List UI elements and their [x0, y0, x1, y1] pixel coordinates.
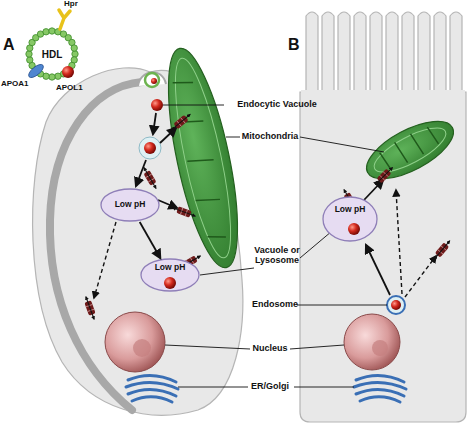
- leader-lines: [163, 105, 387, 387]
- hdl-particle: HDL: [30, 32, 74, 76]
- nucleus-b: [344, 314, 400, 370]
- arrow: [158, 200, 177, 208]
- apol1-small: [151, 78, 157, 84]
- endosome-ball: [391, 300, 401, 310]
- microvilli: [306, 12, 462, 93]
- channel: [170, 112, 193, 133]
- channel: [432, 239, 453, 262]
- vesicle-ball: [144, 142, 156, 154]
- channel: [373, 165, 395, 187]
- structure-label: ER/Golgi: [240, 382, 300, 392]
- membrane-cover: [301, 90, 465, 96]
- node-text: Low pH: [335, 205, 366, 214]
- nucleolus: [133, 339, 151, 357]
- structure-label: Endocytic Vacuole: [222, 100, 332, 110]
- dashed-arrow: [405, 256, 436, 297]
- panel-letter: A: [3, 36, 19, 54]
- arrow: [364, 180, 383, 200]
- er-golgi-b: [354, 375, 406, 402]
- arrow: [160, 128, 176, 143]
- endosome: [387, 296, 405, 314]
- channel: [172, 205, 197, 220]
- arrow-connector: [140, 222, 161, 258]
- protein-label: APOA1: [1, 80, 35, 89]
- arrow: [153, 113, 156, 134]
- low-ph-vacuole: Low pH: [100, 188, 160, 222]
- panel-letter: B: [288, 36, 304, 54]
- arrow: [366, 245, 390, 295]
- protein-label: APOL1: [56, 84, 90, 93]
- dashed-arrow: [94, 222, 116, 298]
- node-text: Low pH: [155, 263, 186, 272]
- low-ph-vacuole: Low pH: [322, 196, 378, 242]
- mitochondrion-a: [154, 43, 251, 273]
- nucleus-a: [105, 312, 165, 372]
- er-golgi-a: [126, 375, 178, 402]
- structure-label: Vacuole or Lysosome: [254, 246, 300, 266]
- dashed-arrow: [396, 190, 402, 294]
- vacuole-outline: [322, 196, 378, 242]
- node-text: Low pH: [115, 200, 146, 209]
- structure-label: Nucleus: [240, 344, 300, 354]
- vesicle: [139, 137, 161, 159]
- hdl-particle-small: [145, 73, 159, 87]
- structure-label: Mitochondria: [230, 132, 310, 142]
- protein-label: Hpr: [64, 0, 94, 9]
- channel: [83, 296, 98, 321]
- cell-b-body: [300, 92, 466, 422]
- channel: [141, 166, 159, 190]
- structure-label: Endosome: [245, 300, 305, 310]
- flagellar-pocket: [138, 72, 166, 86]
- arrow: [136, 160, 146, 186]
- endocytic-vacuole-ball: [151, 99, 163, 111]
- low-ph-vacuole: Low pH: [140, 258, 200, 292]
- nucleolus: [372, 340, 388, 356]
- node-text: HDL: [42, 49, 63, 60]
